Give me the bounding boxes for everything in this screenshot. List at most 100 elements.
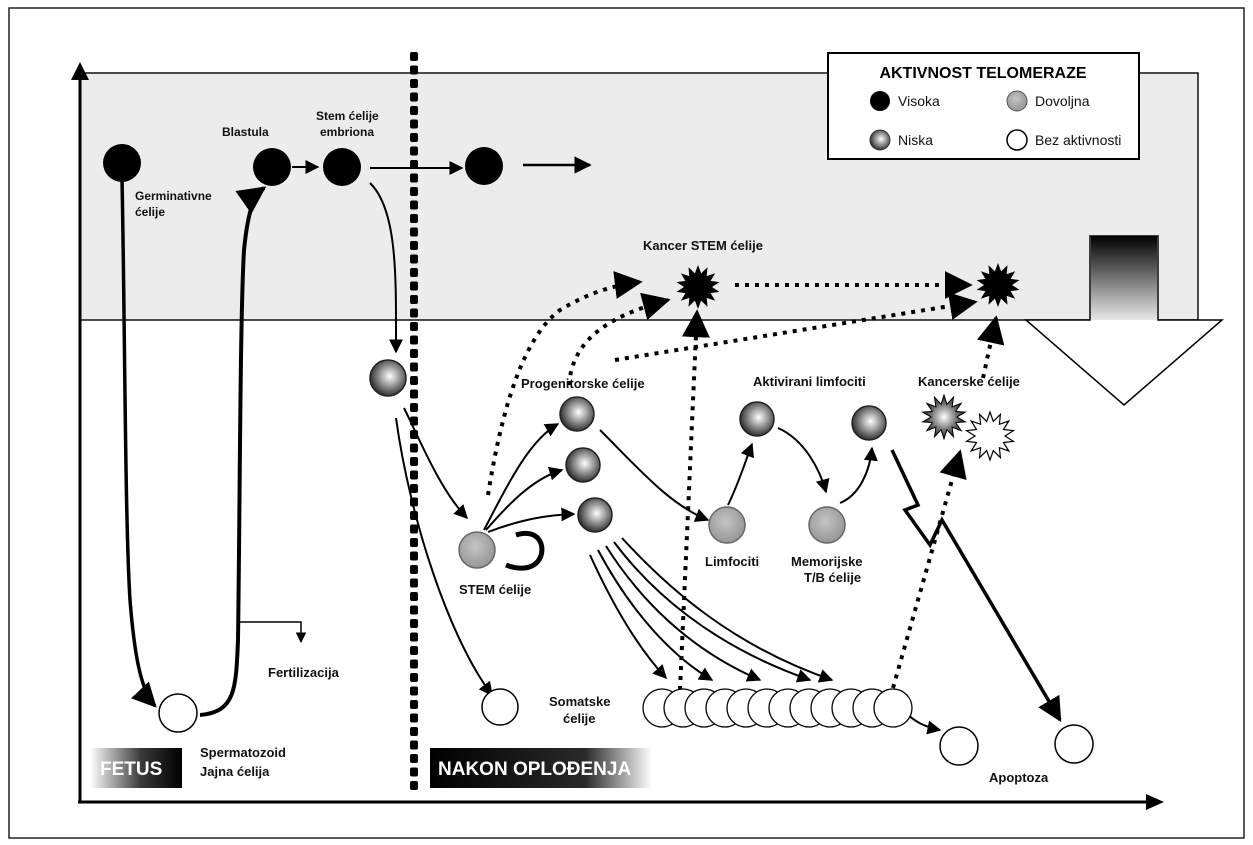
divider-dot (410, 120, 418, 129)
divider-dot (410, 525, 418, 534)
cell-germinative (103, 144, 141, 182)
divider-dot (410, 106, 418, 115)
divider-dot (410, 687, 418, 696)
cell-progenitor-2 (566, 448, 600, 482)
label-embryo-2: embriona (320, 125, 374, 139)
divider-dot (410, 336, 418, 345)
cell-stem (459, 532, 495, 568)
divider-dot (410, 660, 418, 669)
somatic-cell (874, 689, 912, 727)
phase-after-badge: NAKON OPLOĐENJA (430, 748, 652, 788)
cell-lymphocyte (709, 507, 745, 543)
cell-blastula (253, 148, 291, 186)
divider-dot (410, 187, 418, 196)
divider-dot (410, 471, 418, 480)
divider-dot (410, 282, 418, 291)
phase-fetus-badge: FETUS (90, 748, 182, 788)
divider-dot (410, 484, 418, 493)
divider-dot (410, 241, 418, 250)
label-memory-1: Memorijske (791, 554, 863, 569)
divider-dot (410, 214, 418, 223)
divider-dot (410, 295, 418, 304)
cell-low-transition (370, 360, 406, 396)
cell-progenitor-3 (578, 498, 612, 532)
label-apoptosis: Apoptoza (989, 770, 1049, 785)
label-germ-1: Germinativne (135, 189, 212, 203)
legend: AKTIVNOST TELOMERAZE Visoka Dovoljna Nis… (828, 53, 1139, 159)
label-memory-2: T/B ćelije (804, 570, 861, 585)
somatic-cell-row (643, 689, 912, 727)
divider-dot (410, 592, 418, 601)
divider-dot (410, 444, 418, 453)
divider-dot (410, 579, 418, 588)
divider-dot (410, 781, 418, 790)
label-activated: Aktivirani limfociti (753, 374, 866, 389)
divider-dot (410, 66, 418, 75)
divider-dot (410, 552, 418, 561)
divider-dot (410, 147, 418, 156)
divider-dot (410, 741, 418, 750)
phase-after-label: NAKON OPLOĐENJA (438, 759, 631, 780)
divider-dot (410, 606, 418, 615)
label-gametes-1: Spermatozoid (200, 745, 286, 760)
label-cancer-cells: Kancerske ćelije (918, 374, 1020, 389)
divider-dot (410, 228, 418, 237)
divider-dot (410, 714, 418, 723)
divider-dot (410, 322, 418, 331)
label-progenitor: Progenitorske ćelije (521, 376, 645, 391)
divider-dot (410, 309, 418, 318)
label-somatic-2: ćelije (563, 711, 596, 726)
divider-dot (410, 363, 418, 372)
legend-swatch-none (1007, 130, 1027, 150)
divider-dot (410, 565, 418, 574)
divider-dot (410, 133, 418, 142)
phase-fetus-label: FETUS (100, 759, 162, 780)
legend-label-none: Bez aktivnosti (1035, 132, 1121, 148)
label-cancer-stem: Kancer STEM ćelije (643, 238, 763, 253)
label-blastula: Blastula (222, 125, 269, 139)
cell-activated-2 (852, 406, 886, 440)
cell-apoptosis-2 (1055, 725, 1093, 763)
divider-dot (410, 349, 418, 358)
cell-memory (809, 507, 845, 543)
divider-dot (410, 255, 418, 264)
divider-dot (410, 768, 418, 777)
divider-dot (410, 79, 418, 88)
cell-gametes (159, 694, 197, 732)
divider-dot (410, 403, 418, 412)
legend-title: AKTIVNOST TELOMERAZE (879, 65, 1086, 82)
legend-swatch-sufficient (1007, 91, 1027, 111)
divider-dot (410, 390, 418, 399)
cell-apoptosis-1 (940, 727, 978, 765)
cell-embryo-stem (323, 148, 361, 186)
legend-swatch-low (870, 130, 890, 150)
cell-somatic-single (482, 689, 518, 725)
divider-dot (410, 700, 418, 709)
label-gametes-2: Jajna ćelija (200, 764, 270, 779)
divider-dot (410, 93, 418, 102)
cell-progenitor-1 (560, 397, 594, 431)
label-embryo-1: Stem ćelije (316, 109, 379, 123)
divider-dot (410, 268, 418, 277)
divider-dot (410, 376, 418, 385)
label-fertilization: Fertilizacija (268, 665, 340, 680)
divider-dot (410, 633, 418, 642)
label-stem: STEM ćelije (459, 582, 531, 597)
divider-dot (410, 619, 418, 628)
legend-label-sufficient: Dovoljna (1035, 93, 1090, 109)
cell-activated-1 (740, 402, 774, 436)
divider-dot (410, 754, 418, 763)
divider-dot (410, 646, 418, 655)
legend-label-low: Niska (898, 132, 933, 148)
divider-dot (410, 673, 418, 682)
divider-dot (410, 52, 418, 61)
label-lymphocytes: Limfociti (705, 554, 759, 569)
divider-dot (410, 727, 418, 736)
divider-dot (410, 174, 418, 183)
label-germ-2: ćelije (135, 205, 165, 219)
divider-dot (410, 457, 418, 466)
cell-embryo-continued (465, 147, 503, 185)
legend-swatch-high (870, 91, 890, 111)
